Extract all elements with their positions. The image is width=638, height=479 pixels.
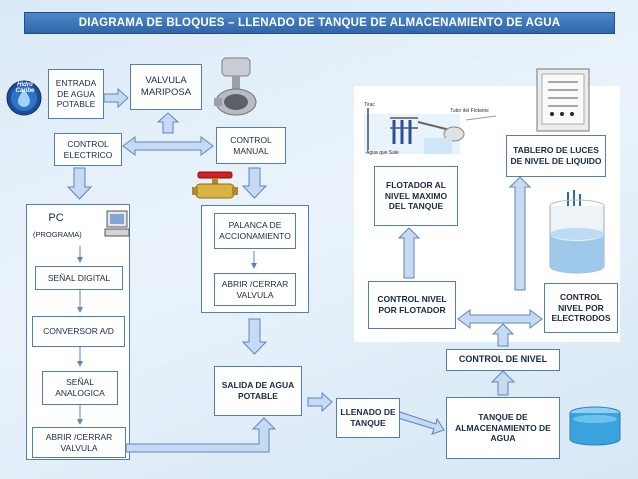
conversor-ad-block: CONVERSOR A/D	[32, 316, 125, 347]
control-nivel-flotador-block: CONTROL NIVEL POR FLOTADOR	[368, 281, 456, 329]
float-label-tirac: Tirac	[364, 102, 375, 108]
tablero-luces-block: TABLERO DE LUCES DE NIVEL DE LIQUIDO	[506, 135, 606, 177]
float-mechanism-image: Tirac Tubo del Flotante Agua que Sale	[362, 100, 502, 162]
abrir-cerrar-valvula-block-1: ABRIR /CERRAR VALVULA	[32, 427, 126, 458]
arrow-llenado-tanque	[397, 411, 445, 435]
arrow-double-controls	[122, 136, 214, 156]
arrow-entrada-valvula	[103, 87, 129, 109]
pc-label: PC	[48, 212, 64, 224]
arrow-salida-llenado	[307, 391, 333, 413]
abrir-cerrar-valvula-block-2: ABRIR /CERRAR VALVULA	[214, 273, 296, 306]
hidro-caribe-logo: Hidro Caribe	[6, 80, 42, 116]
manual-valve-image	[192, 168, 238, 202]
level-light-panel-image	[536, 68, 590, 132]
senal-digital-block: SEÑAL DIGITAL	[35, 266, 123, 290]
tanque-almacenamiento-block: TANQUE DE ALMACENAMIENTO DE AGUA	[446, 397, 560, 459]
float-label-agua: Agua que Sale	[366, 150, 399, 156]
arrow-up-from-control-nivel	[491, 323, 515, 347]
arrow-up-flotador	[397, 227, 421, 279]
electrode-tank-image	[548, 190, 606, 276]
arrow-up-control-nivel	[490, 370, 516, 396]
llenado-tanque-block: LLENADO DE TANQUE	[336, 398, 400, 438]
arrow-double-flotador-electrodos	[457, 309, 543, 329]
control-nivel-electrodos-block: CONTROL NIVEL POR ELECTRODOS	[544, 283, 618, 333]
arrow-down-manual	[241, 167, 268, 199]
storage-tank-image	[568, 405, 622, 449]
butterfly-valve-image	[210, 56, 262, 120]
control-manual-block: CONTROL MANUAL	[216, 127, 286, 164]
senal-analogica-block: SEÑAL ANALOGICA	[42, 371, 118, 405]
entrada-agua-block: ENTRADA DE AGUA POTABLE	[48, 69, 104, 119]
computer-icon	[104, 210, 130, 238]
diagram-title: DIAGRAMA DE BLOQUES – LLENADO DE TANQUE …	[24, 12, 615, 34]
logo-text: Hidro Caribe	[15, 82, 35, 94]
valvula-mariposa-block: VALVULA MARIPOSA	[130, 64, 202, 110]
arrow-down-salida	[241, 318, 268, 355]
float-label-tubo: Tubo del Flotante	[450, 108, 489, 114]
arrow-up-to-valvula	[156, 112, 180, 134]
flotador-nivel-maximo-block: FLOTADOR AL NIVEL MAXIMO DEL TANQUE	[374, 166, 458, 226]
arrow-down-electrico	[66, 167, 93, 200]
control-de-nivel-block: CONTROL DE NIVEL	[446, 349, 560, 371]
salida-agua-block: SALIDA DE AGUA POTABLE	[214, 366, 302, 416]
control-electrico-block: CONTROL ELECTRICO	[54, 133, 122, 166]
arrow-up-tablero	[508, 176, 532, 291]
programa-label: (PROGRAMA)	[33, 230, 82, 239]
palanca-accionamiento-block: PALANCA DE ACCIONAMIENTO	[214, 213, 296, 249]
arrow-bent-to-salida	[125, 417, 277, 453]
